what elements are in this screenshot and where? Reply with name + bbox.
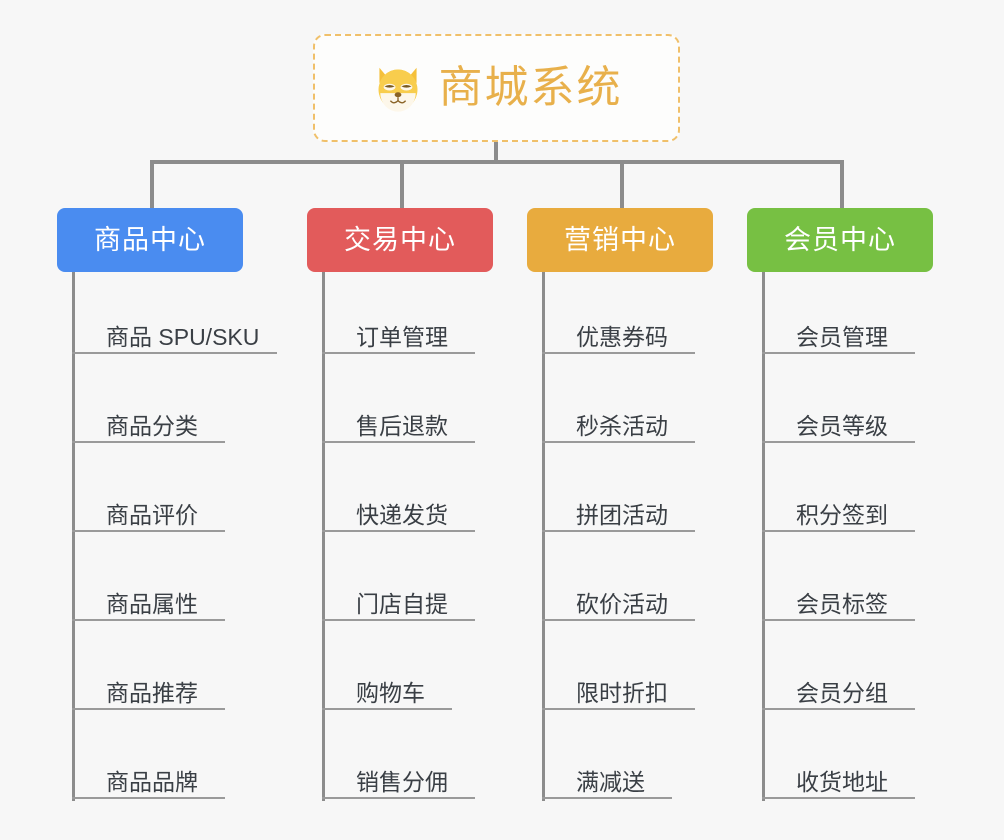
leaf-item-label: 销售分佣 bbox=[356, 768, 448, 795]
category-box-1[interactable]: 商品中心 bbox=[57, 208, 243, 272]
leaf-item-label: 积分签到 bbox=[796, 501, 888, 528]
leaf-item[interactable]: 会员分组 bbox=[762, 628, 915, 710]
connector-horizontal-bus bbox=[150, 160, 840, 164]
leaf-item[interactable]: 销售分佣 bbox=[322, 717, 475, 799]
leaf-item-label: 拼团活动 bbox=[576, 501, 668, 528]
leaf-item[interactable]: 积分签到 bbox=[762, 450, 915, 532]
leaf-item[interactable]: 购物车 bbox=[322, 628, 452, 710]
root-title: 商城系统 bbox=[438, 63, 623, 112]
leaf-item-label: 会员分组 bbox=[796, 679, 888, 706]
leaf-item-label: 秒杀活动 bbox=[576, 412, 668, 439]
leaf-item[interactable]: 商品属性 bbox=[72, 539, 225, 621]
leaf-item-label: 商品评价 bbox=[106, 501, 198, 528]
leaf-item-label: 快递发货 bbox=[356, 501, 448, 528]
leaf-item-label: 商品品牌 bbox=[106, 768, 198, 795]
connector-drop-4 bbox=[840, 160, 844, 208]
leaf-spine bbox=[72, 272, 75, 801]
leaf-item-label: 收货地址 bbox=[796, 768, 888, 795]
leaf-item-label: 会员等级 bbox=[796, 412, 888, 439]
leaf-item-label: 会员标签 bbox=[796, 590, 888, 617]
leaf-item-label: 限时折扣 bbox=[576, 679, 668, 706]
leaf-item[interactable]: 会员等级 bbox=[762, 361, 915, 443]
connector-drop-1 bbox=[150, 160, 154, 208]
leaf-item[interactable]: 会员管理 bbox=[762, 272, 915, 354]
category-label: 会员中心 bbox=[784, 224, 896, 255]
category-label: 商品中心 bbox=[94, 224, 206, 255]
leaf-item-label: 商品 SPU/SKU bbox=[106, 323, 260, 350]
leaf-item-label: 售后退款 bbox=[356, 412, 448, 439]
category-box-2[interactable]: 交易中心 bbox=[307, 208, 493, 272]
leaf-item[interactable]: 限时折扣 bbox=[542, 628, 695, 710]
leaf-item-label: 商品分类 bbox=[106, 412, 198, 439]
leaf-item[interactable]: 秒杀活动 bbox=[542, 361, 695, 443]
leaf-item-label: 优惠券码 bbox=[576, 323, 668, 350]
category-label: 营销中心 bbox=[564, 224, 676, 255]
leaf-item[interactable]: 商品评价 bbox=[72, 450, 225, 532]
leaf-item-label: 满减送 bbox=[576, 768, 645, 795]
leaf-spine bbox=[542, 272, 545, 801]
category-box-3[interactable]: 营销中心 bbox=[527, 208, 713, 272]
leaf-spine bbox=[762, 272, 765, 801]
leaf-item[interactable]: 商品品牌 bbox=[72, 717, 225, 799]
connector-drop-2 bbox=[400, 160, 404, 208]
leaf-item[interactable]: 订单管理 bbox=[322, 272, 475, 354]
leaf-item[interactable]: 快递发货 bbox=[322, 450, 475, 532]
root-node[interactable]: 商城系统 bbox=[313, 34, 680, 142]
leaf-item[interactable]: 砍价活动 bbox=[542, 539, 695, 621]
connector-drop-3 bbox=[620, 160, 624, 208]
leaf-item[interactable]: 门店自提 bbox=[322, 539, 475, 621]
leaf-item[interactable]: 收货地址 bbox=[762, 717, 915, 799]
category-label: 交易中心 bbox=[344, 224, 456, 255]
leaf-item-label: 商品推荐 bbox=[106, 679, 198, 706]
leaf-item-label: 订单管理 bbox=[356, 323, 448, 350]
leaf-item[interactable]: 商品 SPU/SKU bbox=[72, 272, 277, 354]
leaf-item-label: 商品属性 bbox=[106, 590, 198, 617]
leaf-item[interactable]: 会员标签 bbox=[762, 539, 915, 621]
leaf-item-label: 会员管理 bbox=[796, 323, 888, 350]
leaf-item-label: 砍价活动 bbox=[576, 590, 668, 617]
leaf-item-label: 门店自提 bbox=[356, 590, 448, 617]
leaf-item[interactable]: 满减送 bbox=[542, 717, 672, 799]
leaf-spine bbox=[322, 272, 325, 801]
leaf-item[interactable]: 售后退款 bbox=[322, 361, 475, 443]
leaf-item[interactable]: 商品推荐 bbox=[72, 628, 225, 710]
connector-root-stem bbox=[494, 142, 498, 162]
leaf-item[interactable]: 商品分类 bbox=[72, 361, 225, 443]
leaf-item-label: 购物车 bbox=[356, 679, 425, 706]
leaf-item[interactable]: 优惠券码 bbox=[542, 272, 695, 354]
category-box-4[interactable]: 会员中心 bbox=[747, 208, 933, 272]
leaf-item[interactable]: 拼团活动 bbox=[542, 450, 695, 532]
shiba-dog-icon bbox=[378, 67, 417, 112]
